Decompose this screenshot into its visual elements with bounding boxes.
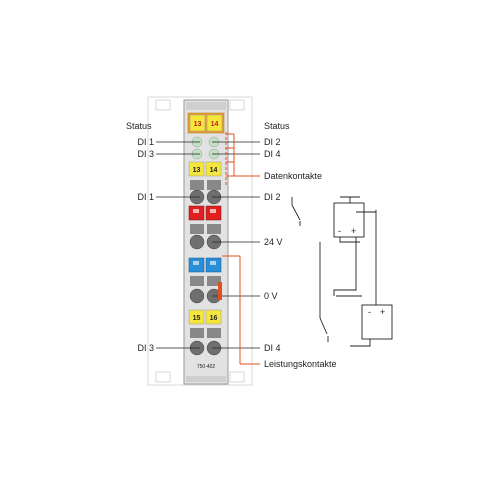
status-left-label: Status	[126, 121, 152, 131]
battery-upper-minus: -	[338, 226, 341, 236]
battery-lower-plus: +	[380, 307, 385, 317]
di1-top-label: DI 1	[137, 137, 154, 147]
v24-label: 24 V	[264, 237, 283, 247]
din-rail-outline	[147, 96, 253, 386]
di2-top-label: DI 2	[264, 137, 281, 147]
battery-lower	[361, 304, 393, 340]
battery-upper-plus: +	[351, 226, 356, 236]
terminals: 15 16 750-402	[188, 180, 222, 370]
v0-label: 0 V	[264, 291, 278, 301]
battery-lower-minus: -	[368, 307, 371, 317]
marker-14-label: 14	[210, 167, 218, 174]
battery-upper	[333, 202, 365, 238]
di4-top-label: DI 4	[264, 149, 281, 159]
marker-16-label: 16	[210, 315, 218, 322]
marker-15-label: 15	[193, 315, 201, 322]
datenkontakte-label: Datenkontakte	[264, 171, 322, 181]
external-circuit	[291, 196, 393, 347]
di4-bottom-label: DI 4	[264, 343, 281, 353]
battery-signs: - + - +	[338, 226, 385, 317]
labels: Status Status DI 1 DI 3 DI 2 DI 4 Datenk…	[126, 121, 337, 369]
terminal-14-label: 14	[211, 121, 219, 128]
status-header: 13 14	[187, 112, 225, 134]
di3-top-label: DI 3	[137, 149, 154, 159]
part-number: 750-402	[197, 364, 216, 370]
marker-13-14: 13 14	[188, 161, 222, 177]
terminal-13-label: 13	[194, 121, 202, 128]
leistungskontakte-label: Leistungskontakte	[264, 359, 337, 369]
di3-bottom-label: DI 3	[137, 343, 154, 353]
status-leds	[191, 136, 220, 160]
contact-brackets	[218, 132, 260, 365]
status-right-label: Status	[264, 121, 290, 131]
di2-mid-label: DI 2	[264, 192, 281, 202]
marker-13-label: 13	[193, 167, 201, 174]
di1-mid-label: DI 1	[137, 192, 154, 202]
